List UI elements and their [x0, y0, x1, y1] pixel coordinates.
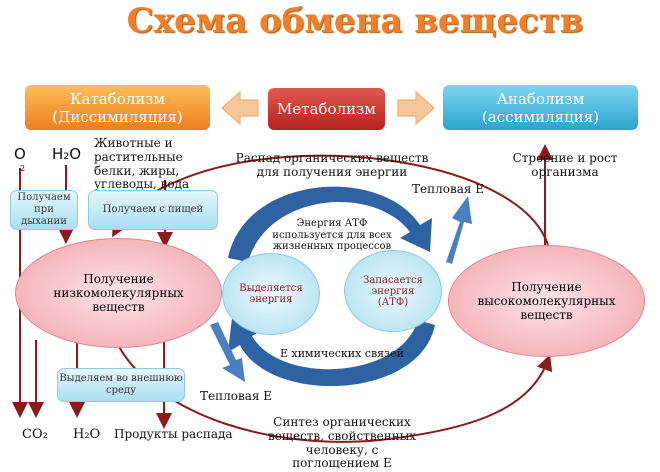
food-label: Животные и растительные белки, жиры, угл… [94, 136, 190, 192]
high-molecular-text: Получение высокомолекулярных веществ [477, 280, 616, 322]
products-output: Продукты распада [114, 427, 233, 441]
release-energy-ellipse: Выделяется энергия [222, 253, 320, 335]
excrete-box: Выделяем во внешнюю среду [57, 368, 185, 402]
release-energy-text: Выделяется энергия [239, 283, 303, 305]
metabolism-box: Метаболизм [268, 88, 385, 130]
o2-label: O [14, 145, 26, 163]
h2o-input-label: H₂O [52, 145, 82, 163]
arrow-blue-top [228, 186, 432, 262]
arrow-right-orange [397, 90, 435, 126]
catabolism-box: Катаболизм (Диссимиляция) [25, 85, 210, 130]
food-box: Получаем с пищей [88, 190, 218, 230]
high-molecular-ellipse: Получение высокомолекулярных веществ [448, 245, 645, 357]
growth-text: Строение и рост организма [512, 151, 618, 179]
low-molecular-ellipse: Получение низкомолекулярных веществ [15, 238, 222, 348]
o2-subscript: 2 [20, 164, 26, 173]
co2-output: CO₂ [22, 427, 48, 442]
arrow-heat-bottom [210, 322, 245, 382]
arrow-heat-top [446, 196, 472, 264]
decay-text: Распад органических веществ для получени… [235, 151, 429, 179]
store-energy-text: Запасается энергия (АТФ) [363, 274, 423, 308]
heat-bottom-text: Тепловая Е [200, 389, 273, 403]
arrow-left-orange [221, 90, 259, 126]
arrow-blue-bottom [228, 318, 435, 387]
atp-text: Энергия АТФ используется для всех жизнен… [272, 218, 392, 252]
h2o-output: H₂O [73, 427, 101, 442]
o2-text: O [14, 145, 26, 163]
store-energy-ellipse: Запасается энергия (АТФ) [344, 250, 442, 332]
low-molecular-text: Получение низкомолекулярных веществ [53, 272, 184, 314]
page-title: Схема обмена веществ [126, 1, 584, 41]
synthesis-text: Синтез органических веществ, свойственны… [267, 415, 417, 471]
heat-top-text: Тепловая Е [412, 182, 485, 196]
breathing-box: Получаем при дыхании [10, 190, 78, 230]
chem-energy-text: Е химических связей [280, 347, 404, 360]
anabolism-box: Анаболизм (ассимиляция) [443, 85, 638, 130]
